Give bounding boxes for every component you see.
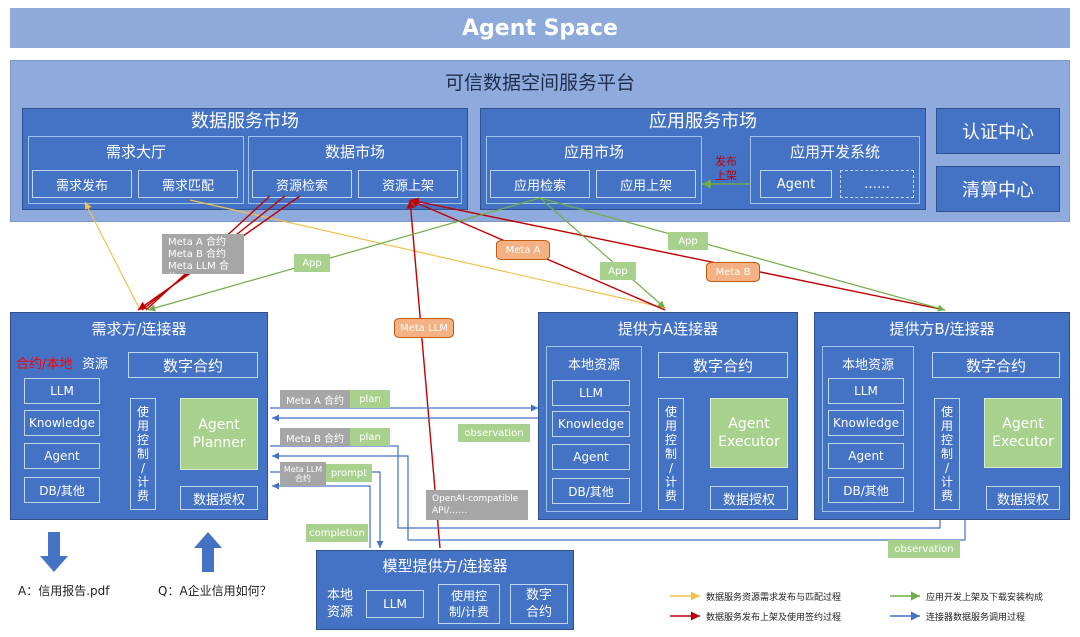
provider-a-db[interactable]: DB/其他 xyxy=(552,478,630,504)
legend-red-text: 数据服务发布上架及使用签约过程 xyxy=(706,613,842,623)
provider-b-local: 本地资源 xyxy=(841,357,894,373)
page-title: Agent Space xyxy=(10,8,1070,48)
agent-planner[interactable]: Agent Planner xyxy=(180,398,258,470)
platform-title: 可信数据空间服务平台 xyxy=(444,71,635,94)
meta-b-contract-tag: Meta B 合约 xyxy=(280,428,350,446)
down-arrow-icon xyxy=(40,532,68,572)
app-tag-1: App xyxy=(294,254,330,272)
provider-a-executor[interactable]: Agent Executor xyxy=(710,398,788,468)
demand-knowledge[interactable]: Knowledge xyxy=(24,410,100,436)
provider-b-title: 提供方B/连接器 xyxy=(889,319,995,338)
provider-b-db[interactable]: DB/其他 xyxy=(828,477,904,503)
question-label: Q：A企业信用如何？ xyxy=(158,584,272,598)
provider-b-agent[interactable]: Agent xyxy=(828,443,904,469)
model-provider-title: 模型提供方/连接器 xyxy=(382,556,508,575)
meta-llm-contract-tag: Meta LLM 合约 xyxy=(280,462,326,486)
provider-b-executor[interactable]: Agent Executor xyxy=(984,398,1062,468)
model-provider-control: 使用控 制/计费 xyxy=(438,584,500,624)
legend-green-text: 应用开发上架及下载安装构成 xyxy=(926,593,1044,603)
resource-listing-button[interactable]: 资源上架 xyxy=(358,170,458,198)
green-line-demand xyxy=(147,197,541,312)
demand-hall-title: 需求大厅 xyxy=(105,142,166,161)
demand-llm[interactable]: LLM xyxy=(24,378,100,404)
provider-a-knowledge[interactable]: Knowledge xyxy=(552,411,630,437)
demand-control: 使 用 控 制 / 计 费 xyxy=(130,398,156,510)
meta-contracts-tag: Meta A 合约 Meta B 合约 Meta LLM 合约 xyxy=(162,234,244,284)
provider-b-control: 使 用 控 制 / 计 费 xyxy=(934,398,960,510)
observation-tag-2: observation xyxy=(888,540,960,558)
more-dev-item: …… xyxy=(840,170,914,198)
plan-tag-1: plan xyxy=(350,390,390,408)
meta-a-cylinder: Meta A xyxy=(496,240,550,260)
app-tag-2: App xyxy=(600,262,636,280)
prompt-tag: prompt xyxy=(326,464,372,482)
provider-a-contract[interactable]: 数字合约 xyxy=(658,352,788,378)
demand-local-label-red: 合约/本地 xyxy=(16,357,73,372)
auth-center[interactable]: 认证中心 xyxy=(936,108,1060,154)
model-provider-llm[interactable]: LLM xyxy=(366,590,424,618)
provider-b-knowledge[interactable]: Knowledge xyxy=(828,410,904,436)
openai-api-tag: OpenAI-compatible API/…… xyxy=(426,490,528,520)
model-provider-local: 本地 资源 xyxy=(326,588,353,620)
yellow-line-demand xyxy=(84,201,141,311)
provider-a-control: 使 用 控 制 / 计 费 xyxy=(658,398,684,510)
demand-auth[interactable]: 数据授权 xyxy=(180,486,258,510)
blue-completion xyxy=(272,482,371,548)
plan-tag-2: plan xyxy=(350,428,390,446)
observation-tag-1: observation xyxy=(458,424,530,442)
red-line-provider-b xyxy=(409,197,946,311)
provider-a-llm[interactable]: LLM xyxy=(552,380,630,406)
blue-plan-b xyxy=(270,445,944,529)
agent-dev-button[interactable]: Agent xyxy=(760,170,832,198)
meta-b-cylinder: Meta B xyxy=(706,262,760,282)
demand-connector-title: 需求方/连接器 xyxy=(91,319,187,338)
resource-search-button[interactable]: 资源检索 xyxy=(252,170,352,198)
provider-b-contract[interactable]: 数字合约 xyxy=(932,352,1060,378)
app-search-button[interactable]: 应用检索 xyxy=(490,170,590,198)
app-dev-system-title: 应用开发系统 xyxy=(789,142,880,161)
provider-a-auth[interactable]: 数据授权 xyxy=(710,486,788,510)
data-market-title: 数据市场 xyxy=(324,142,385,161)
clearing-center[interactable]: 清算中心 xyxy=(936,166,1060,212)
blue-observation-b xyxy=(272,452,966,541)
app-service-market-title: 应用服务市场 xyxy=(649,111,757,132)
data-service-market-title: 数据服务市场 xyxy=(191,111,299,132)
meta-a-contract-tag: Meta A 合约 xyxy=(280,390,350,408)
answer-label: A：信用报告.pdf xyxy=(18,584,110,598)
provider-b-auth[interactable]: 数据授权 xyxy=(986,486,1060,510)
app-store-title: 应用市场 xyxy=(563,142,624,161)
yellow-line-provider-a xyxy=(189,199,666,309)
publish-listing-label: 发布 上架 xyxy=(715,155,737,182)
demand-local-label: 资源 xyxy=(82,357,109,372)
demand-publish-button[interactable]: 需求发布 xyxy=(32,170,132,198)
demand-match-button[interactable]: 需求匹配 xyxy=(138,170,238,198)
green-line-provider-a xyxy=(539,197,666,309)
meta-llm-cylinder: Meta LLM xyxy=(394,318,454,338)
demand-db[interactable]: DB/其他 xyxy=(24,477,100,503)
up-arrow-icon xyxy=(194,532,222,572)
provider-a-title: 提供方A连接器 xyxy=(617,319,719,338)
legend-blue-text: 连接器数据服务调用过程 xyxy=(926,613,1026,623)
app-listing-button[interactable]: 应用上架 xyxy=(596,170,696,198)
legend-yellow-text: 数据服务资源需求发布与匹配过程 xyxy=(706,593,842,603)
provider-a-agent[interactable]: Agent xyxy=(552,444,630,470)
demand-contract[interactable]: 数字合约 xyxy=(128,352,258,378)
completion-tag: completion xyxy=(306,524,368,542)
provider-b-llm[interactable]: LLM xyxy=(828,378,904,404)
demand-agent[interactable]: Agent xyxy=(24,443,100,469)
model-provider-contract[interactable]: 数字 合约 xyxy=(510,584,568,624)
provider-a-local: 本地资源 xyxy=(567,357,620,373)
green-line-provider-b xyxy=(539,197,946,312)
app-tag-3: App xyxy=(668,232,708,250)
